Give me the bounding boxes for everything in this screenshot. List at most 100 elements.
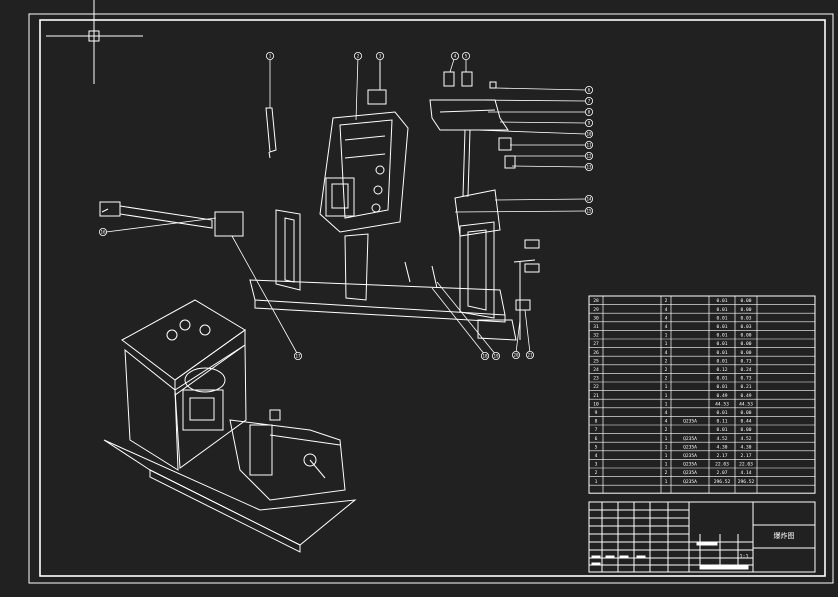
- bom-cell: 1: [665, 453, 668, 459]
- bom-cell: 4: [665, 315, 668, 321]
- bom-cell: Q235A: [683, 470, 697, 476]
- bom-cell: 4: [665, 419, 668, 425]
- bom-cell: 0.01: [716, 315, 727, 321]
- balloon-label: 18: [482, 354, 488, 359]
- balloon-label: 16: [100, 230, 106, 235]
- bom-cell: 4: [665, 350, 668, 356]
- bom-border: [588, 295, 816, 494]
- bom-cell: 1: [665, 401, 668, 407]
- bom-cell: 0.49: [716, 393, 727, 399]
- bom-cell: 0.00: [740, 350, 751, 356]
- balloon-5: 5: [461, 52, 470, 61]
- balloon-label: 19: [493, 354, 499, 359]
- balloon-label: 17: [295, 354, 301, 359]
- balloon-9: 9: [585, 119, 594, 128]
- bom-cell: 0.00: [740, 427, 751, 433]
- bom-cell: 0.01: [716, 410, 727, 416]
- bom-cell: 0.01: [716, 384, 727, 390]
- bom-cell: 0.01: [716, 376, 727, 382]
- bom-cell: 2.17: [740, 453, 751, 459]
- bom-cell: 1: [595, 479, 598, 485]
- balloon-19: 19: [491, 351, 500, 360]
- bom-cell: 22.03: [715, 462, 729, 468]
- bom-cell: 0.73: [740, 376, 751, 382]
- bom-cell: Q235A: [683, 436, 697, 442]
- bom-cell: 0.03: [740, 315, 751, 321]
- bom-cell: 0.01: [716, 358, 727, 364]
- balloon-6: 6: [585, 86, 594, 95]
- bom-cell: 0.73: [740, 358, 751, 364]
- bom-cell: 1: [665, 444, 668, 450]
- balloon-15: 15: [585, 206, 594, 215]
- inner-border: [39, 19, 826, 577]
- bom-cell: 2: [595, 470, 598, 476]
- balloon-16: 16: [99, 227, 108, 236]
- bom-cell: 10: [593, 401, 599, 407]
- bom-cell: 296.52: [714, 479, 731, 485]
- bom-cell: 4: [595, 453, 598, 459]
- balloon-label: 15: [586, 209, 592, 214]
- bom-cell: 1: [665, 341, 668, 347]
- balloon-7: 7: [585, 97, 594, 106]
- bom-cell: 32: [593, 333, 599, 339]
- bom-cell: 2.07: [716, 470, 727, 476]
- bom-cell: 1: [665, 333, 668, 339]
- balloon-label: 2: [357, 54, 360, 59]
- bom-cell: 2: [665, 427, 668, 433]
- balloon-11: 11: [585, 140, 594, 149]
- crosshair-cursor-icon: [46, 0, 143, 84]
- balloon-label: 3: [379, 54, 382, 59]
- bom-cell: 2: [665, 376, 668, 382]
- balloon-4: 4: [450, 52, 459, 61]
- bom-cell: 22.03: [739, 462, 753, 468]
- bom-cell: 31: [593, 324, 599, 330]
- balloon-13: 13: [585, 162, 594, 171]
- bom-cell: 8: [595, 419, 598, 425]
- outer-border: [28, 13, 834, 584]
- part-t-bracket: [429, 99, 509, 237]
- bom-cell: 23: [593, 376, 599, 382]
- part-side-pins: [513, 239, 540, 340]
- balloon-14: 14: [585, 194, 594, 203]
- bom-cell: 2: [665, 298, 668, 304]
- bom-cell: 5: [595, 444, 598, 450]
- bom-cell: 0.00: [740, 410, 751, 416]
- bom-cell: 0.49: [740, 393, 751, 399]
- bom-cell: 1: [665, 462, 668, 468]
- bom-cell: 4: [665, 307, 668, 313]
- bom-cell: 44.53: [739, 401, 753, 407]
- bom-cell: 1: [665, 479, 668, 485]
- bom-cell: 4.52: [716, 436, 727, 442]
- bom-cell: 0.01: [716, 341, 727, 347]
- bom-cell: 0.11: [716, 419, 727, 425]
- bom-cell: 0.03: [740, 324, 751, 330]
- balloon-label: 10: [586, 132, 592, 137]
- bom-cell: 2: [665, 367, 668, 373]
- balloon-label: 20: [513, 353, 519, 358]
- bom-cell: 4.52: [740, 436, 751, 442]
- balloon-label: 12: [586, 154, 592, 159]
- part-upper-housing: [319, 111, 409, 233]
- bom-cell: 29: [593, 307, 599, 313]
- bom-cell: 0.12: [716, 367, 727, 373]
- balloon-label: 5: [465, 54, 468, 59]
- part-assembled-fixture: [103, 299, 357, 553]
- bom-cell: 1: [665, 384, 668, 390]
- bom-cell: 24: [593, 367, 599, 373]
- bom-cell: 4.30: [716, 444, 727, 450]
- bom-cell: 0.01: [716, 298, 727, 304]
- bom-cell: 4.14: [740, 470, 751, 476]
